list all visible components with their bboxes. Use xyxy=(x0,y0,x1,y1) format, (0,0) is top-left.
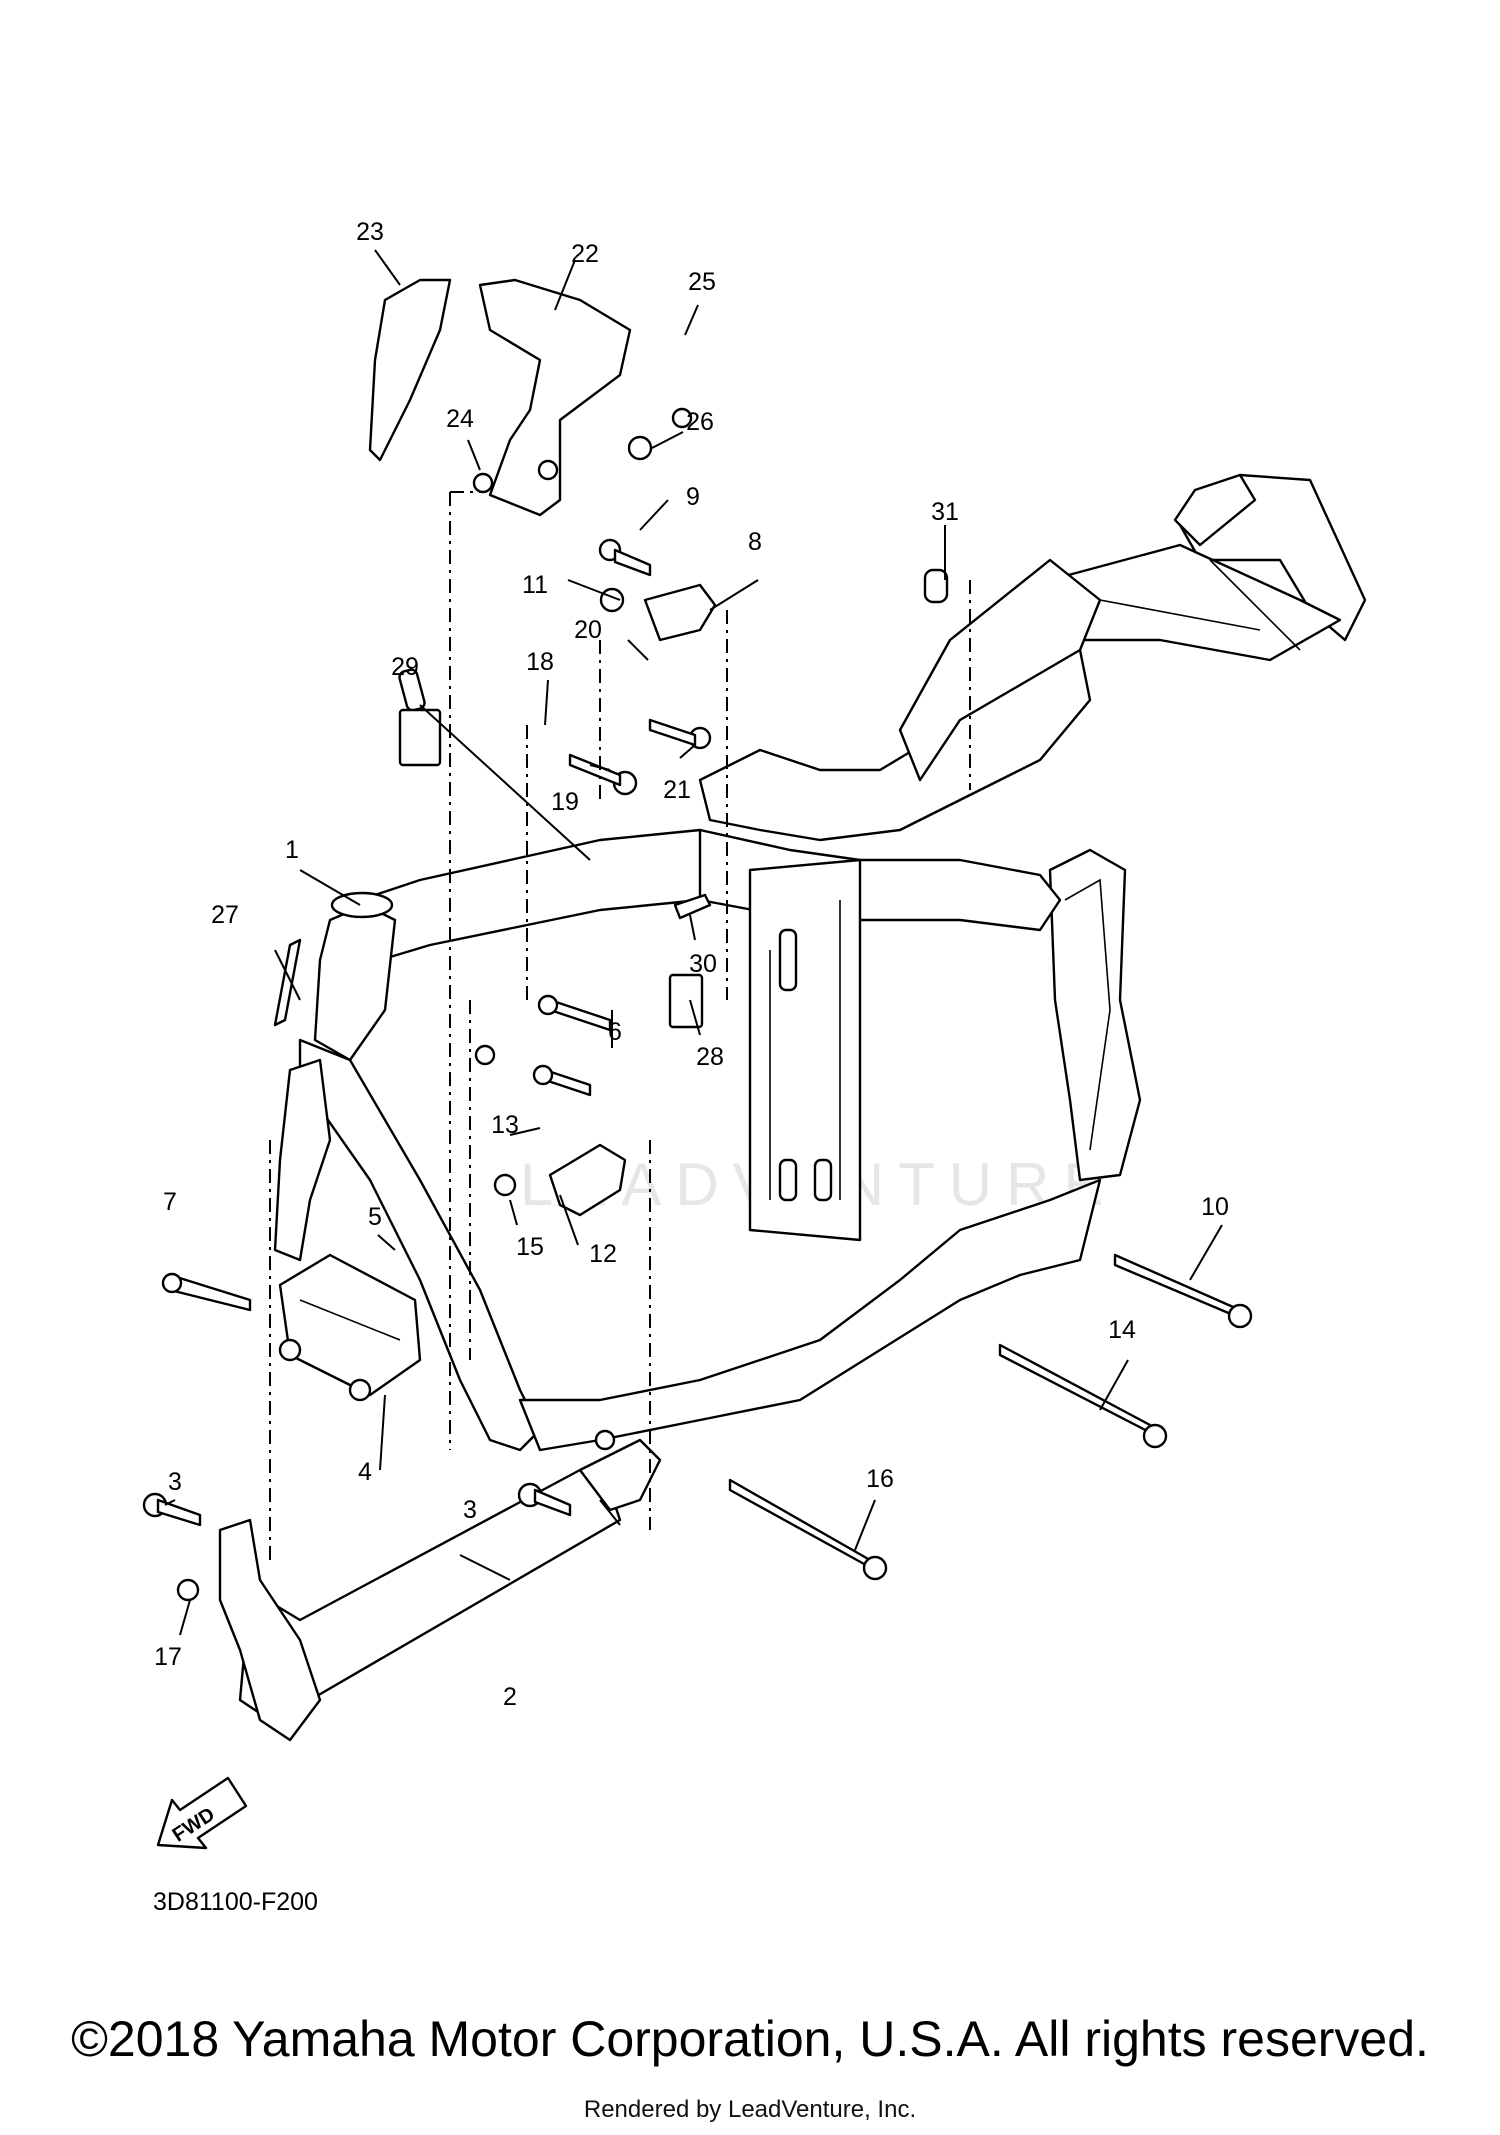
part-28-plate xyxy=(668,973,704,1029)
callout-5: 5 xyxy=(368,1203,382,1231)
callout-15: 15 xyxy=(516,1233,544,1261)
callout-30: 30 xyxy=(689,950,717,978)
callout-23: 23 xyxy=(356,218,384,246)
callout-27: 27 xyxy=(211,901,239,929)
callout-3b: 3 xyxy=(463,1496,477,1524)
alignment-lines xyxy=(269,491,971,1560)
callout-18: 18 xyxy=(526,648,554,676)
callout-25: 25 xyxy=(688,268,716,296)
callout-3a: 3 xyxy=(168,1468,182,1496)
callout-numbers: 1 2 3 3 4 5 6 7 8 9 10 11 12 13 14 15 16… xyxy=(154,218,1229,1711)
callout-4: 4 xyxy=(358,1458,372,1486)
part-29-plate xyxy=(398,708,442,767)
callout-14: 14 xyxy=(1108,1316,1136,1344)
callout-9: 9 xyxy=(686,483,700,511)
callout-20: 20 xyxy=(574,616,602,644)
fwd-arrow: FWD xyxy=(156,1776,248,1850)
copyright-notice: ©2018 Yamaha Motor Corporation, U.S.A. A… xyxy=(71,2011,1429,2067)
rendered-by-credit: Rendered by LeadVenture, Inc. xyxy=(583,2096,917,2123)
callout-21: 21 xyxy=(663,776,691,804)
callout-16: 16 xyxy=(866,1465,894,1493)
callout-12: 12 xyxy=(589,1240,617,1268)
callout-17: 17 xyxy=(154,1643,182,1671)
callout-24: 24 xyxy=(446,405,474,433)
callout-7: 7 xyxy=(163,1188,177,1216)
drawing-code: 3D81100-F200 xyxy=(153,1888,318,1916)
callout-6: 6 xyxy=(608,1018,622,1046)
callout-22: 22 xyxy=(571,240,599,268)
frame-drawing xyxy=(142,278,1367,1742)
callout-29: 29 xyxy=(391,653,419,681)
callout-26: 26 xyxy=(686,408,714,436)
callout-8: 8 xyxy=(748,528,762,556)
leader-lines xyxy=(164,249,1223,1636)
callout-11: 11 xyxy=(522,571,548,599)
bolts xyxy=(142,407,1253,1602)
callout-13: 13 xyxy=(491,1111,519,1139)
callout-19: 19 xyxy=(551,788,579,816)
callout-28: 28 xyxy=(696,1043,724,1071)
callout-31: 31 xyxy=(931,498,959,526)
callout-1: 1 xyxy=(285,836,299,864)
callout-2: 2 xyxy=(503,1683,517,1711)
callout-10: 10 xyxy=(1201,1193,1229,1221)
